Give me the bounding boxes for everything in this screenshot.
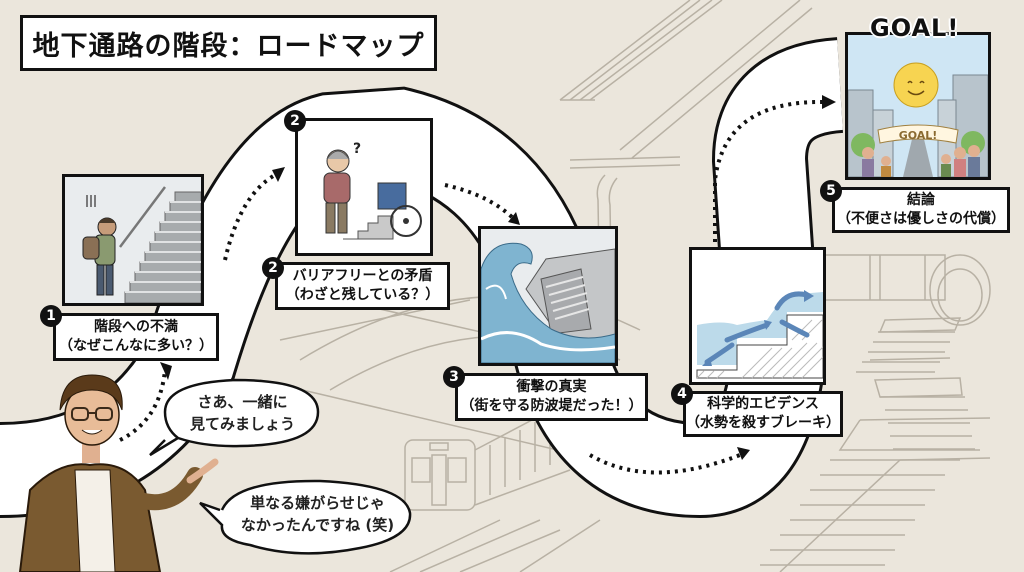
train-sketch: [389, 399, 601, 572]
step-1-badge: 1: [40, 305, 62, 327]
step-3-title: 衝撃の真実: [516, 379, 587, 395]
step-2-badge: 2: [262, 257, 284, 279]
arrowhead-3: [508, 212, 520, 225]
presenter-body: [18, 458, 219, 572]
sun-icon: [893, 62, 939, 108]
step-3-illustration: [478, 226, 618, 366]
speech-bubble-1-line-2: 見てみましょう: [189, 415, 295, 433]
arrowhead-2: [272, 167, 285, 182]
step-2-top-badge: 2: [284, 110, 306, 132]
step-1-illustration: [62, 174, 204, 306]
speech-bubble-2: 単なる嫌がらせじゃ なかったんですね (笑): [225, 484, 410, 544]
step-1-subtitle: （なぜこんなに多い？）: [59, 338, 213, 354]
goal-banner-text: GOAL!: [899, 129, 938, 142]
page-title: 地下通路の階段：ロードマップ: [20, 15, 437, 71]
question-mark: ?: [353, 141, 361, 157]
presenter-character: [18, 374, 219, 572]
step-2-illustration: ?: [295, 118, 433, 256]
presenter-head: [59, 374, 123, 463]
step-3-subtitle: （街を守る防波堤だった！）: [460, 398, 643, 414]
step-5-title: 結論: [907, 192, 935, 208]
wheelchair-stairs-illustration: [343, 182, 422, 240]
seawall-stairs-illustration: [525, 248, 615, 340]
step-1-label: 階段への不満 （なぜこんなに多い？）: [53, 313, 219, 361]
step-5-subtitle: （不便さは優しさの代償）: [837, 211, 1005, 227]
dotted-route: [119, 99, 826, 475]
glasses-icon: [71, 407, 113, 421]
arrowhead-5: [822, 95, 836, 109]
step-5-illustration: GOAL!: [845, 32, 991, 180]
speech-bubble-1-shape: [149, 378, 320, 457]
step-2-title: バリアフリーとの矛盾: [292, 268, 433, 284]
step-5-label: 結論 （不便さは優しさの代償）: [832, 187, 1010, 233]
road: [903, 135, 933, 177]
step-4-illustration: [689, 247, 826, 385]
wave-illustration: [481, 242, 615, 363]
step-2-label: バリアフリーとの矛盾 （わざと残している？）: [275, 262, 450, 310]
step-4-title: 科学的エビデンス: [707, 396, 819, 412]
tired-man-illustration: [82, 195, 117, 296]
step-4-subtitle: （水勢を殺すブレーキ）: [686, 415, 840, 431]
water-flow-diagram: [696, 290, 823, 379]
elderly-woman-illustration: ?: [323, 141, 361, 234]
speech-bubble-2-line-2: なかったんですね (笑): [240, 516, 395, 534]
staircase-illustration: [119, 186, 201, 303]
stairs-sketch: [760, 317, 991, 572]
arrowhead-4: [737, 447, 750, 460]
goal-heading: GOAL!: [870, 14, 960, 42]
step-4-badge: 4: [671, 383, 693, 405]
ceiling-light-sketch: [559, 0, 723, 101]
route-arrowheads: [160, 95, 836, 460]
step-2-subtitle: （わざと残している？）: [285, 287, 440, 303]
goal-banner: GOAL!: [877, 124, 959, 144]
pipe-sketch: [569, 0, 991, 326]
step-4-label: 科学的エビデンス （水勢を殺すブレーキ）: [683, 391, 843, 437]
step-5-badge: 5: [820, 180, 842, 202]
step-3-label: 衝撃の真実 （街を守る防波堤だった！）: [455, 373, 648, 421]
step-1-title: 階段への不満: [94, 319, 178, 335]
celebrating-people: [862, 145, 980, 177]
arrowhead-1: [160, 362, 172, 380]
speech-bubble-1-line-1: さあ、一緒に: [197, 393, 288, 411]
speech-bubble-2-line-1: 単なる嫌がらせじゃ: [250, 494, 385, 512]
speech-bubble-2-shape: [199, 479, 412, 555]
step-3-badge: 3: [443, 366, 465, 388]
speech-bubble-1: さあ、一緒に 見てみましょう: [170, 383, 315, 443]
